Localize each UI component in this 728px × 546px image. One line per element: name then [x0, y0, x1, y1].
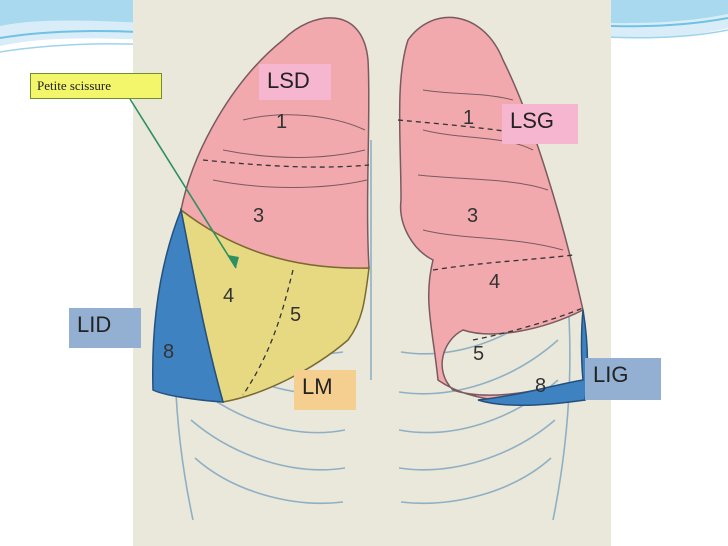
lig-label: LIG — [585, 358, 661, 400]
lm-label: LM — [294, 370, 356, 410]
segment-numbers: 1 3 4 5 8 1 3 4 5 8 — [163, 107, 546, 397]
lsd-label: LSD — [259, 64, 331, 100]
right-lower-lobe — [152, 207, 225, 403]
lsg-label: LSG — [502, 104, 578, 144]
segment-boundaries — [202, 119, 584, 396]
lid-label: LID — [69, 308, 141, 348]
segment-number: 5 — [473, 343, 484, 365]
segment-number: 8 — [163, 341, 174, 363]
segment-number: 3 — [467, 205, 478, 227]
petite-scissure-callout: Petite scissure — [30, 73, 162, 99]
segment-number: 3 — [253, 205, 264, 227]
segment-number: 4 — [223, 285, 234, 307]
segment-number: 5 — [290, 304, 301, 326]
segment-number: 4 — [489, 271, 500, 293]
segment-number: 1 — [463, 107, 474, 129]
segment-number: 8 — [535, 375, 546, 397]
segment-contours — [212, 89, 564, 251]
segment-number: 1 — [276, 111, 287, 133]
